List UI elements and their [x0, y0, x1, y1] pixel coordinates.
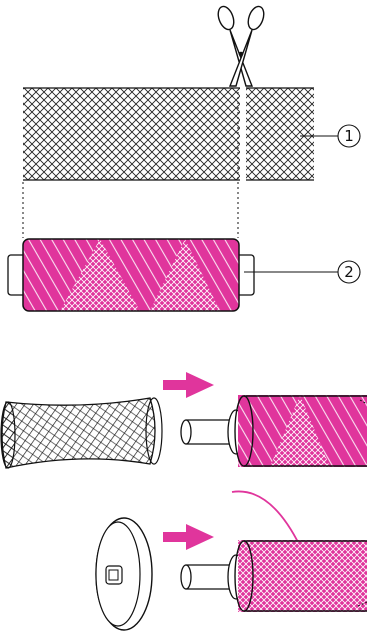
spool-on-spindle	[181, 395, 367, 467]
spool-cap	[96, 518, 152, 630]
rolled-net	[1, 398, 162, 468]
step-cut-net: 1 2	[8, 4, 360, 311]
step-attach-cap	[96, 491, 367, 630]
scissors-icon	[215, 4, 266, 86]
arrow-right-icon	[163, 524, 214, 550]
step-slide-net	[1, 372, 367, 468]
netted-spool-on-spindle	[181, 540, 367, 612]
thread-spool	[8, 239, 254, 311]
arrow-right-icon	[163, 372, 214, 398]
callout-2: 2	[244, 261, 360, 283]
callout-1-label: 1	[344, 127, 354, 145]
thread-net	[23, 88, 314, 180]
callout-2-label: 2	[344, 263, 354, 281]
thread-tail	[232, 491, 300, 546]
